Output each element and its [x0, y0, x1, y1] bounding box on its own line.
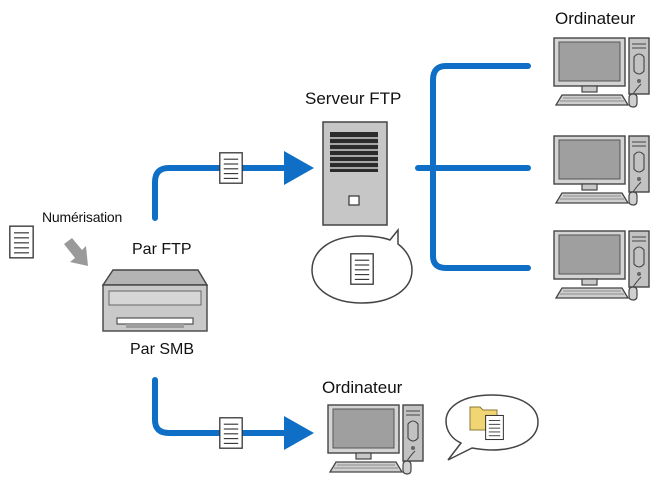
ftp-arrow-icon: [284, 151, 314, 185]
smb-route-line: [152, 377, 293, 436]
scan-arrow-icon: [64, 238, 88, 266]
ftp-server-label: Serveur FTP: [305, 89, 402, 108]
document-icon: [219, 417, 243, 449]
ftp-route-line: [152, 165, 293, 221]
printer-scanner-icon: [101, 269, 209, 332]
desktop-computer-icon: [553, 230, 650, 301]
document-icon: [485, 414, 504, 441]
document-icon: [219, 152, 243, 184]
smb-arrow-icon: [284, 416, 314, 450]
document-icon: [9, 225, 34, 259]
server-tower-icon: [322, 121, 388, 226]
via-ftp-label: Par FTP: [132, 241, 192, 258]
scan-label: Numérisation: [42, 209, 123, 225]
distribution-bracket: [415, 63, 531, 271]
destination-computer-label: Ordinateur: [322, 378, 403, 397]
computer-label: Ordinateur: [555, 9, 636, 28]
document-icon: [350, 253, 374, 285]
via-smb-label: Par SMB: [130, 341, 195, 358]
desktop-computer-icon: [553, 135, 650, 206]
desktop-computer-icon: [553, 37, 650, 108]
desktop-computer-icon: [327, 404, 424, 475]
